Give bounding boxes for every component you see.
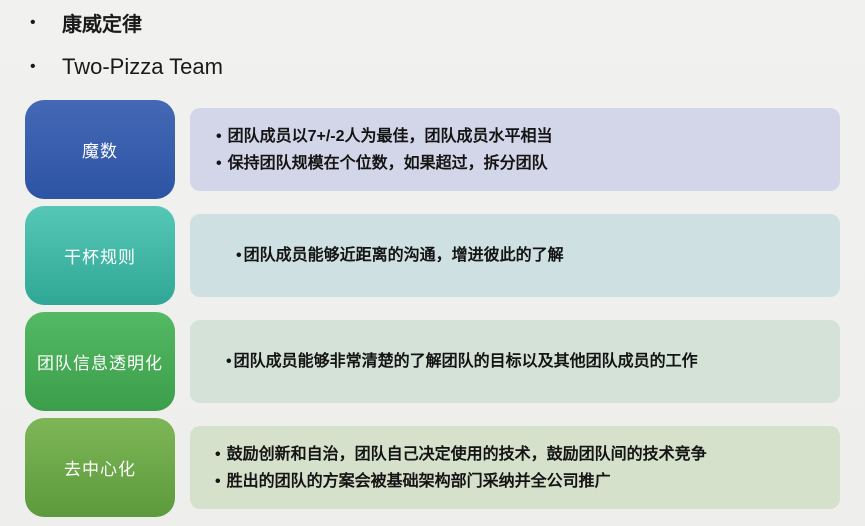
smartart-rows: 魔数 团队成员以7+/-2人为最佳，团队成员水平相当 保持团队规模在个位数，如果… (25, 100, 840, 524)
bullet-icon: • (30, 58, 36, 75)
content-bullet-line: 鼓励创新和自治，团队自己决定使用的技术，鼓励团队间的技术竞争 (215, 441, 828, 468)
two-pizza-team-title: Two-Pizza Team (62, 54, 223, 79)
team-transparency-content: 团队成员能够非常清楚的了解团队的目标以及其他团队成员的工作 (190, 320, 840, 403)
row-magic-number: 魔数 团队成员以7+/-2人为最佳，团队成员水平相当 保持团队规模在个位数，如果… (25, 100, 840, 199)
decentralization-label: 去中心化 (25, 418, 175, 517)
team-transparency-label: 团队信息透明化 (25, 312, 175, 411)
toast-rule-label: 干杯规则 (25, 206, 175, 305)
team-transparency-label-text: 团队信息透明化 (37, 354, 163, 373)
bullet-icon: • (30, 13, 36, 31)
content-bullet-line: 团队成员能够非常清楚的了解团队的目标以及其他团队成员的工作 (226, 348, 828, 375)
magic-number-label: 魔数 (25, 100, 175, 199)
magic-number-label-text: 魔数 (82, 142, 118, 161)
content-bullet-line: 团队成员能够近距离的沟通，增进彼此的了解 (236, 242, 828, 269)
list-item-conway-law: • 康威定律 (30, 8, 223, 37)
title-bullet-list: • 康威定律 • Two-Pizza Team (30, 8, 223, 80)
row-decentralization: 去中心化 鼓励创新和自治，团队自己决定使用的技术，鼓励团队间的技术竞争 胜出的团… (25, 418, 840, 517)
magic-number-content: 团队成员以7+/-2人为最佳，团队成员水平相当 保持团队规模在个位数，如果超过，… (190, 108, 840, 191)
content-bullet-line: 保持团队规模在个位数，如果超过，拆分团队 (216, 150, 828, 177)
decentralization-label-text: 去中心化 (64, 460, 136, 479)
decentralization-content: 鼓励创新和自治，团队自己决定使用的技术，鼓励团队间的技术竞争 胜出的团队的方案会… (190, 426, 840, 509)
content-bullet-line: 团队成员以7+/-2人为最佳，团队成员水平相当 (216, 123, 828, 150)
toast-rule-content: 团队成员能够近距离的沟通，增进彼此的了解 (190, 214, 840, 297)
toast-rule-label-text: 干杯规则 (64, 248, 136, 267)
list-item-two-pizza-team: • Two-Pizza Team (30, 54, 223, 80)
row-team-transparency: 团队信息透明化 团队成员能够非常清楚的了解团队的目标以及其他团队成员的工作 (25, 312, 840, 411)
content-bullet-line: 胜出的团队的方案会被基础架构部门采纳并全公司推广 (215, 468, 828, 495)
conway-law-title: 康威定律 (62, 14, 142, 36)
row-toast-rule: 干杯规则 团队成员能够近距离的沟通，增进彼此的了解 (25, 206, 840, 305)
